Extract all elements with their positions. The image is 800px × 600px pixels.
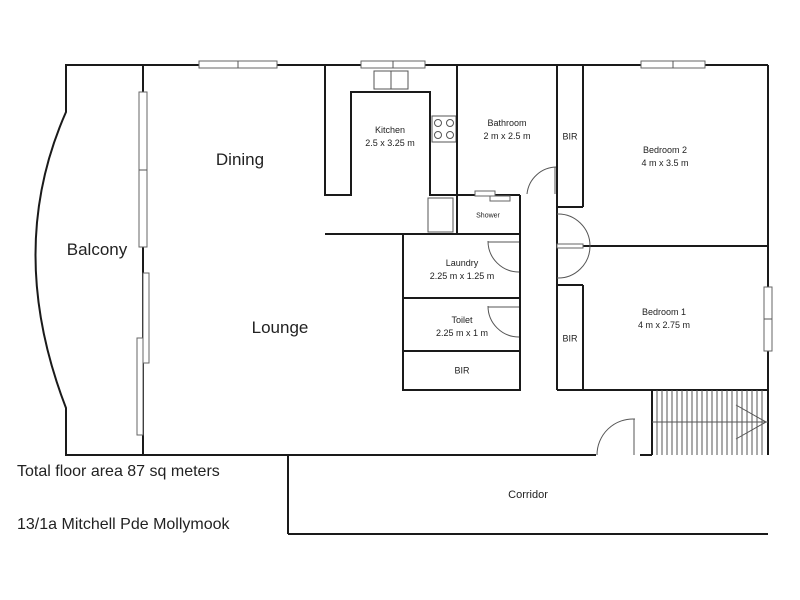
bathroom-walls — [325, 65, 558, 235]
balcony-windows — [136, 91, 150, 436]
room-label-bedroom1: Bedroom 1 4 m x 2.75 m — [638, 306, 690, 332]
room-label-corridor: Corridor — [508, 489, 548, 501]
service-block — [402, 233, 521, 391]
bedroom2-size: 4 m x 3.5 m — [641, 158, 689, 168]
room-label-dining: Dining — [215, 150, 265, 169]
kitchen-size: 2.5 x 3.25 m — [365, 138, 415, 148]
room-label-bir-hall: BIR — [454, 365, 470, 376]
room-label-bedroom2: Bedroom 2 4 m x 3.5 m — [641, 144, 688, 170]
room-label-bathroom: Bathroom 2 m x 2.5 m — [483, 117, 530, 143]
room-label-kitchen: Kitchen 2.5 x 3.25 m — [365, 124, 415, 150]
toilet-name: Toilet — [451, 315, 473, 325]
bathroom-size: 2 m x 2.5 m — [483, 131, 531, 141]
room-label-toilet: Toilet 2.25 m x 1 m — [436, 314, 488, 340]
total-area-note: Total floor area 87 sq meters — [17, 463, 220, 480]
room-label-laundry: Laundry 2.25 m x 1.25 m — [430, 257, 495, 283]
bedroom-walls — [556, 65, 768, 391]
room-label-bir-bedroom2: BIR — [562, 131, 578, 142]
toilet-size: 2.25 m x 1 m — [435, 328, 489, 338]
room-label-balcony: Balcony — [66, 240, 128, 259]
bedroom2-name: Bedroom 2 — [642, 145, 688, 155]
top-windows — [198, 60, 773, 352]
kitchen-walls — [324, 65, 457, 233]
kitchen-name: Kitchen — [374, 125, 406, 135]
bedroom1-size: 4 m x 2.75 m — [637, 320, 691, 330]
entry-and-stairs — [596, 390, 768, 456]
room-label-shower: Shower — [476, 212, 500, 220]
room-label-bir-bedroom1: BIR — [562, 333, 578, 344]
balcony-outline — [34, 64, 143, 456]
bedroom1-name: Bedroom 1 — [641, 307, 687, 317]
address-note: 13/1a Mitchell Pde Mollymook — [17, 516, 230, 533]
room-label-lounge: Lounge — [251, 318, 309, 337]
bathroom-name: Bathroom — [487, 118, 527, 128]
laundry-name: Laundry — [445, 258, 479, 268]
laundry-size: 2.25 m x 1.25 m — [429, 271, 495, 281]
